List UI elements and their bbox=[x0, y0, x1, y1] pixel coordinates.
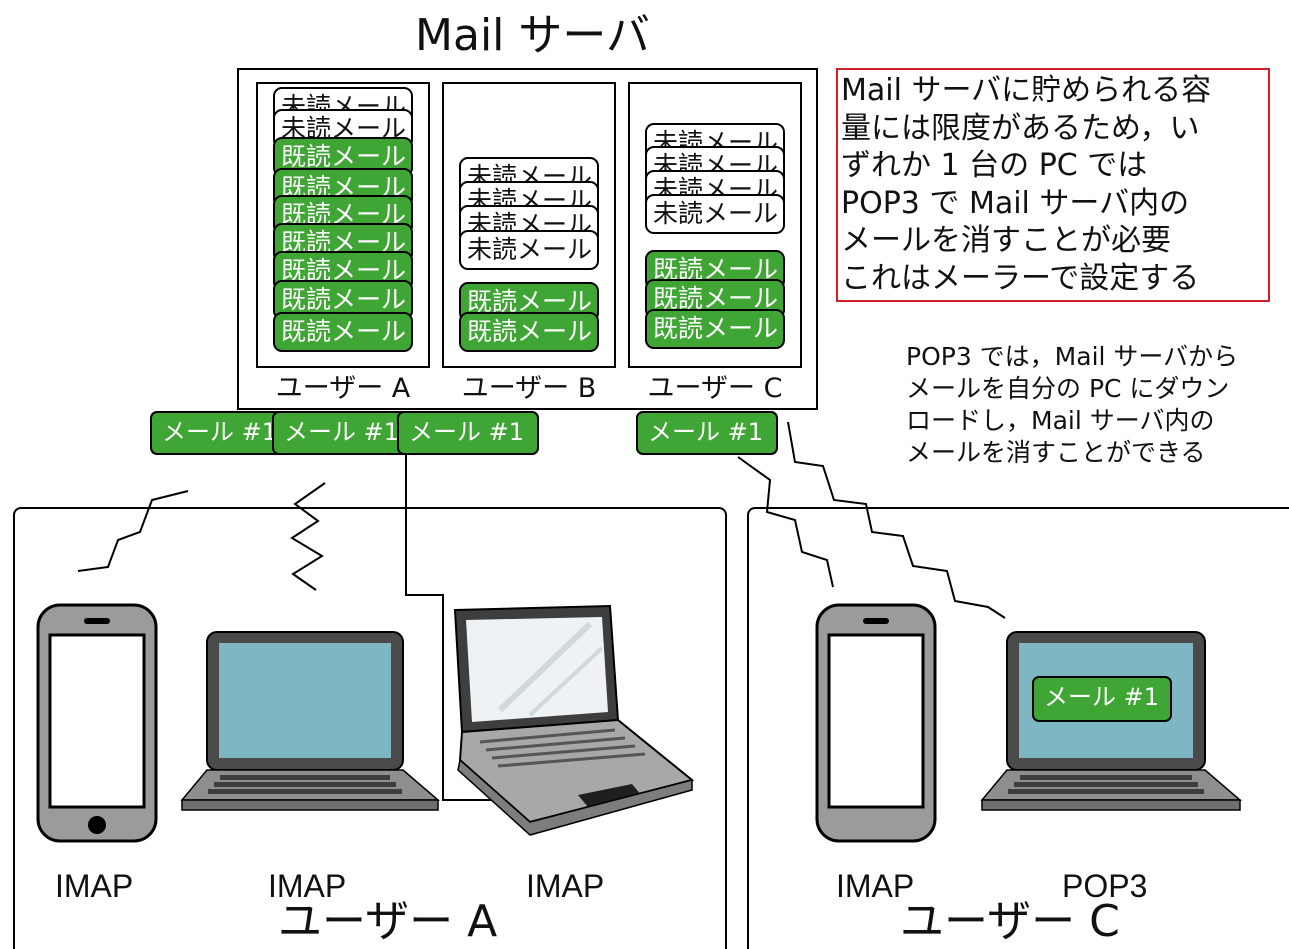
protocol-label: IMAP bbox=[836, 868, 915, 904]
note-line: メールを消すことができる bbox=[906, 438, 1206, 467]
user-c-label: ユーザー C bbox=[900, 896, 1120, 947]
note-line: ずれか 1 台の PC では bbox=[841, 148, 1148, 183]
mail-chip: メール #1 bbox=[150, 411, 292, 455]
column-label-user-c: ユーザー C bbox=[647, 373, 783, 404]
storage-limit-note: Mail サーバに貯められる容 量には限度があるため，い ずれか 1 台の PC… bbox=[836, 68, 1270, 302]
smartphone-icon bbox=[36, 603, 158, 843]
mailbox-user-c bbox=[628, 82, 802, 368]
server-title: Mail サーバ bbox=[415, 10, 650, 61]
protocol-label: IMAP bbox=[55, 868, 134, 904]
laptop-angled-icon bbox=[453, 604, 695, 836]
protocol-label: POP3 bbox=[1062, 868, 1148, 904]
protocol-label: IMAP bbox=[526, 868, 605, 904]
mail-server-box bbox=[237, 68, 818, 410]
laptop-icon bbox=[980, 631, 1242, 811]
user-c-devices-box bbox=[747, 507, 1289, 949]
smartphone-icon bbox=[815, 603, 937, 843]
wireless-link-a-laptop bbox=[290, 482, 326, 591]
mail-item-unread: 未読メール bbox=[459, 157, 599, 197]
mailbox-user-a bbox=[256, 82, 430, 368]
note-line: 量には限度があるため，い bbox=[841, 110, 1200, 146]
wireless-link-a-phone bbox=[77, 490, 189, 572]
column-label-user-a: ユーザー A bbox=[275, 373, 411, 404]
note-line: これはメーラーで設定する bbox=[841, 260, 1200, 296]
mail-item-unread: 未読メール bbox=[645, 194, 785, 234]
user-a-devices-box bbox=[13, 507, 727, 949]
protocol-label: IMAP bbox=[268, 868, 347, 904]
note-line: メールを消すことが必要 bbox=[841, 223, 1171, 258]
note-line: POP3 では，Mail サーバから bbox=[906, 342, 1239, 371]
mail-chip: メール #1 bbox=[636, 411, 778, 455]
mail-item-read: 既読メール bbox=[459, 312, 599, 352]
mail-item-read: 既読メール bbox=[273, 312, 413, 352]
mail-item-unread: 未読メール bbox=[459, 230, 599, 270]
mail-chip: メール #1 bbox=[272, 411, 414, 455]
mail-chip: メール #1 bbox=[397, 411, 539, 455]
user-a-label: ユーザー A bbox=[278, 896, 498, 947]
wireless-link-c-phone bbox=[737, 456, 834, 588]
note-line: POP3 で Mail サーバ内の bbox=[841, 185, 1190, 221]
laptop-icon bbox=[180, 631, 440, 811]
column-label-user-b: ユーザー B bbox=[461, 373, 597, 404]
wired-link-a-laptop2 bbox=[405, 455, 525, 801]
note-line: メールを自分の PC にダウン bbox=[906, 374, 1230, 403]
mail-chip-on-screen: メール #1 bbox=[1032, 676, 1172, 722]
mailbox-user-b bbox=[442, 82, 616, 368]
wireless-link-c-laptop bbox=[787, 421, 1006, 619]
mail-item-read: 既読メール bbox=[645, 309, 785, 349]
note-line: Mail サーバに貯められる容 bbox=[841, 73, 1212, 108]
note-line: ロードし，Mail サーバ内の bbox=[906, 406, 1215, 435]
pop3-note: POP3 では，Mail サーバから メールを自分の PC にダウン ロードし，… bbox=[906, 341, 1238, 469]
